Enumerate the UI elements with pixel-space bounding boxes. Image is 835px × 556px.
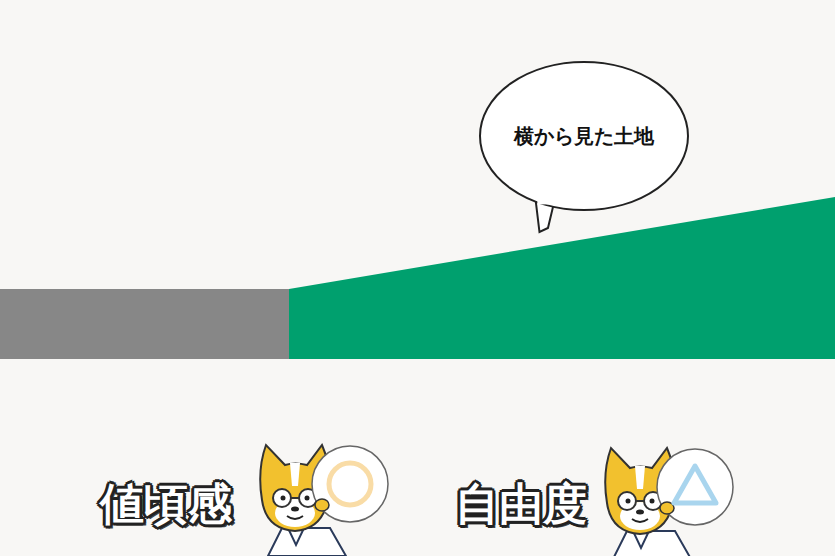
outlined-heading: 値頃感 <box>100 482 232 526</box>
bubble-joint <box>537 191 552 205</box>
triangle-symbol <box>674 466 716 503</box>
bubble-body <box>480 62 688 210</box>
speech-bubble: 横から見た土地 <box>478 60 690 212</box>
cat-mascot <box>605 448 733 556</box>
bubble-text: 横から見た土地 <box>514 123 654 150</box>
outlined-heading: 自由度 <box>455 482 587 526</box>
cat-mascot <box>260 445 388 556</box>
circle-symbol <box>329 463 371 505</box>
sloped-land <box>289 197 835 359</box>
road-band <box>0 289 289 359</box>
